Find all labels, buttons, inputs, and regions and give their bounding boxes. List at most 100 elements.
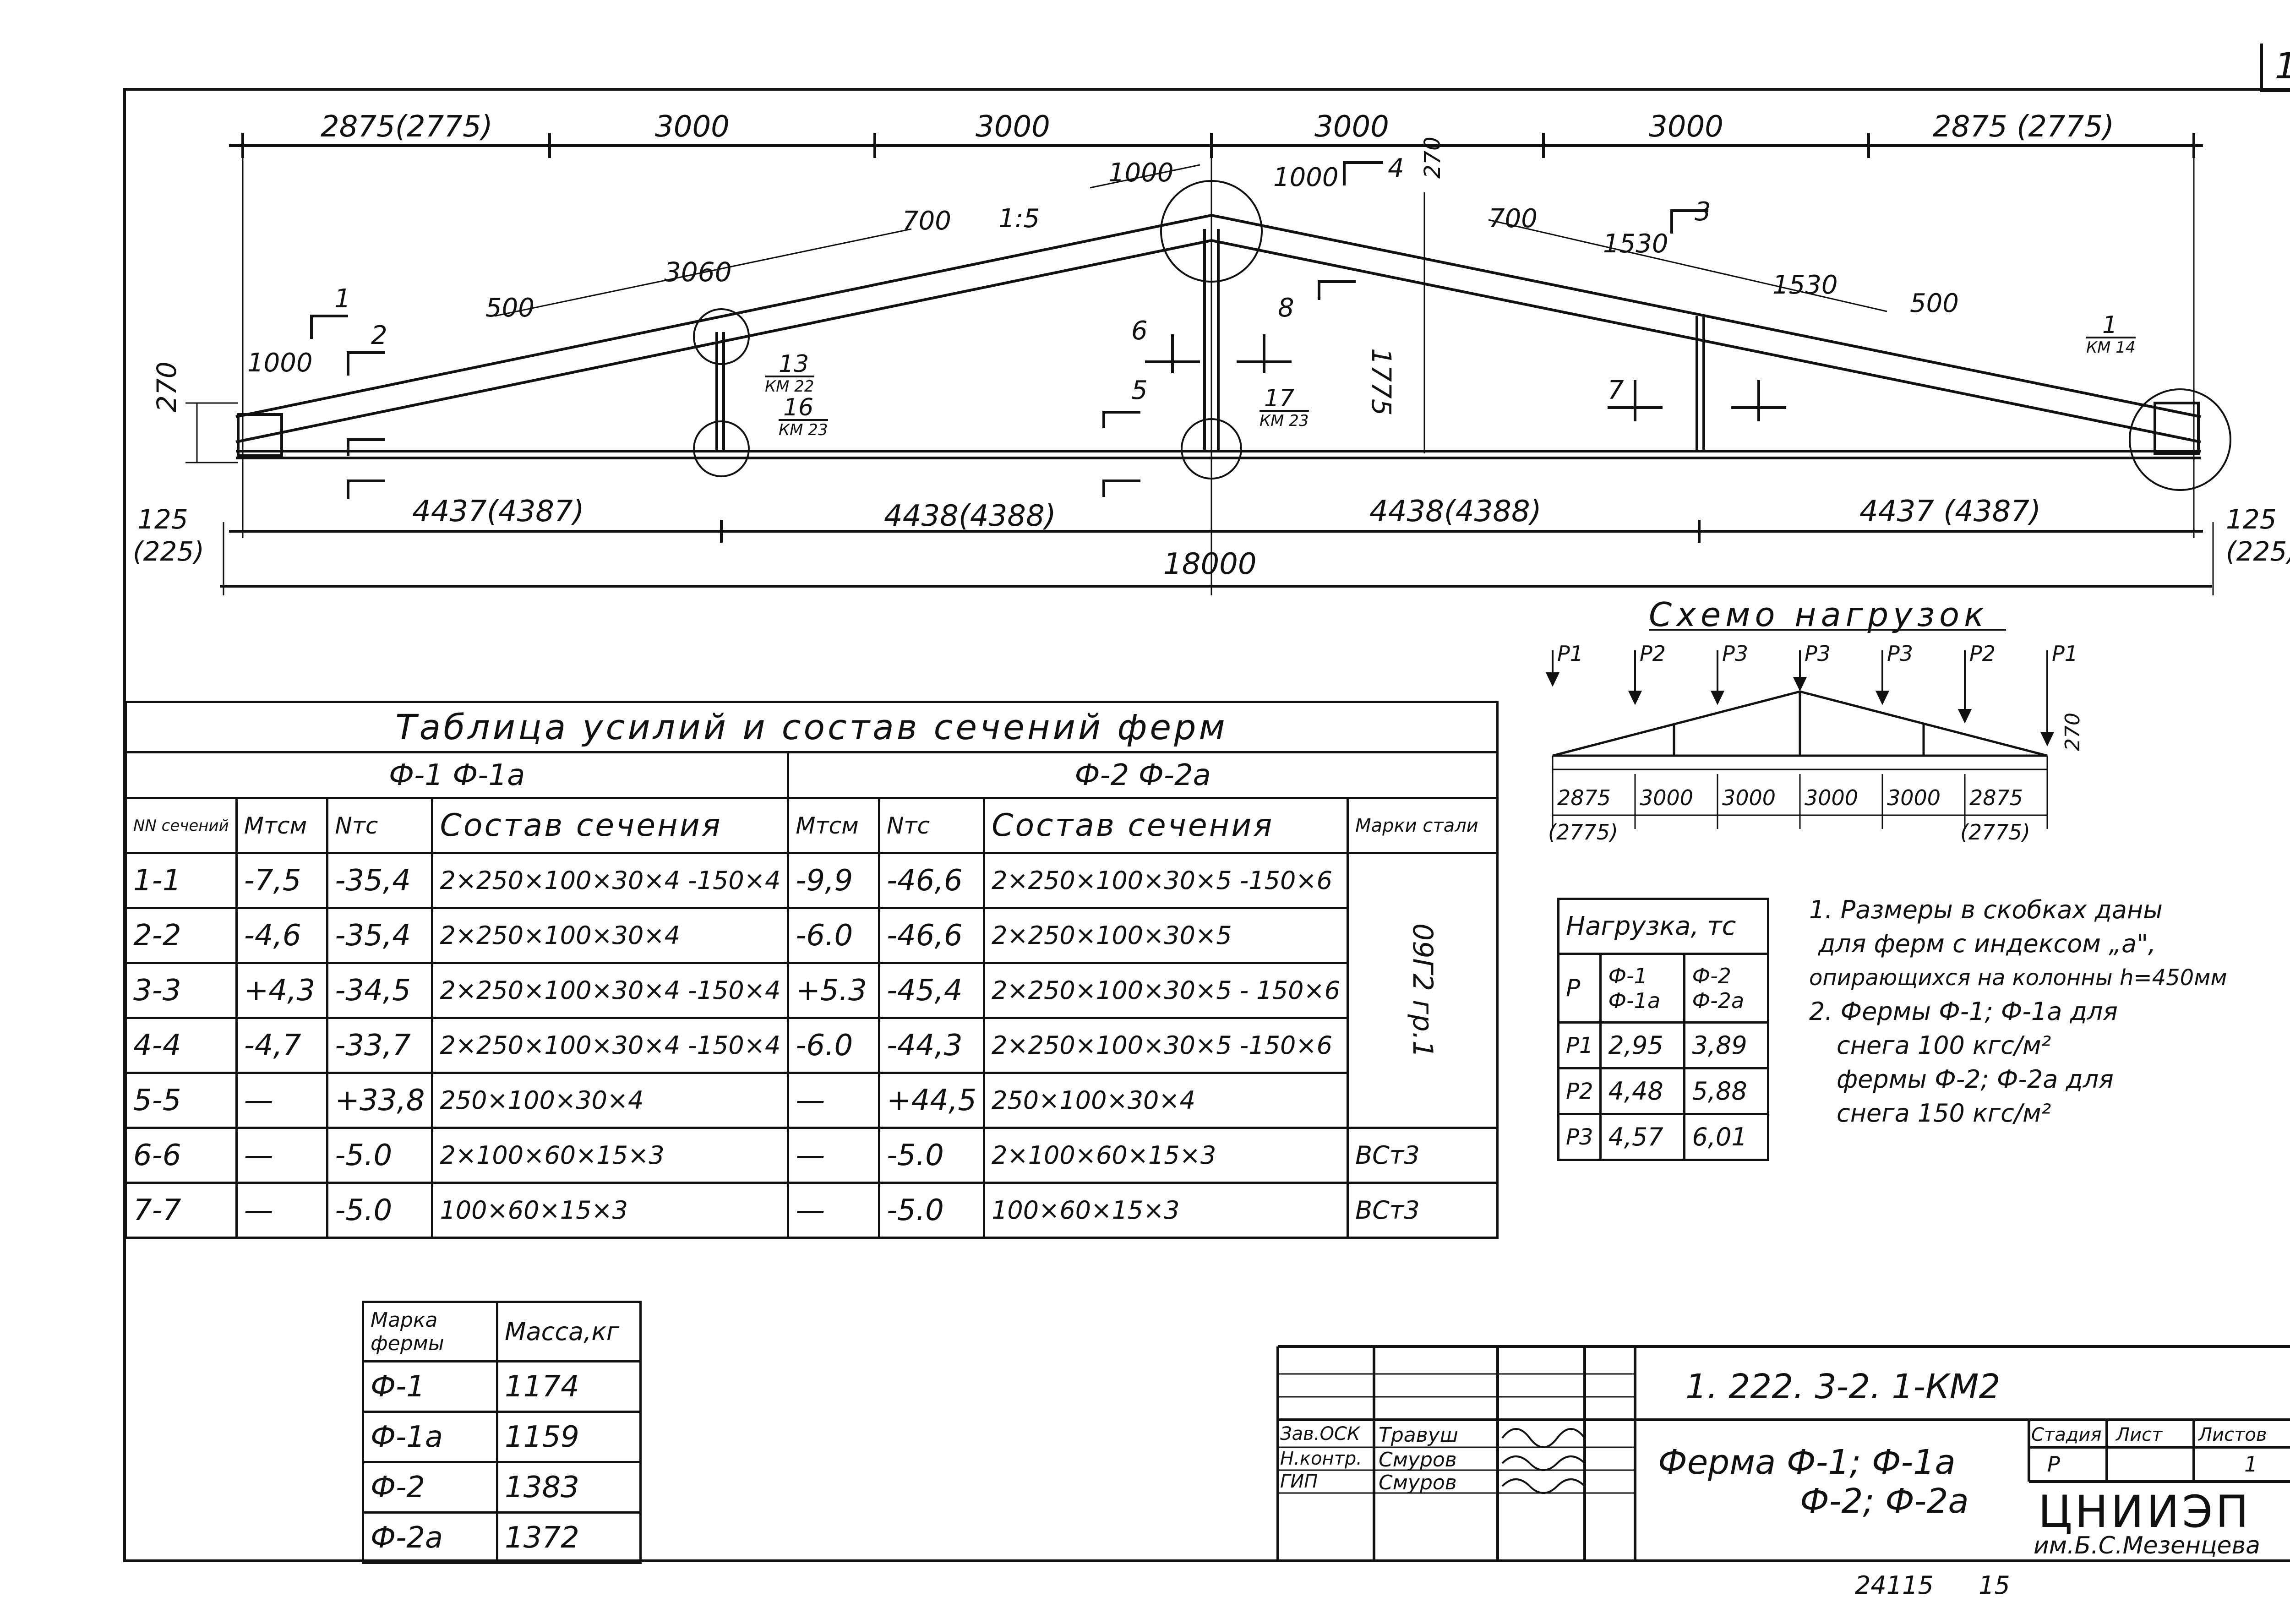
notes: 1. Размеры в скобках даны для ферм с инд…: [1809, 893, 2227, 1130]
col-sections: NN сечений: [125, 797, 238, 854]
inner-dim-1000-left: 1000: [247, 348, 313, 378]
mass-row-value: 1174: [496, 1360, 642, 1413]
mass-row: Ф-1а 1159: [362, 1411, 642, 1463]
cell-n2: -46,6: [878, 907, 986, 964]
load-dim-4: 3000: [1805, 785, 1859, 810]
drawing-name-line1: Ферма Ф-1; Ф-1а: [1658, 1443, 1956, 1482]
dim-top-2: 3000: [655, 110, 730, 144]
staff-role-3: ГИП: [1280, 1471, 1318, 1492]
forces-table: Таблица усилий и состав сечений ферм Ф-1…: [124, 701, 1499, 1239]
load-p3-b: P3: [1805, 641, 1831, 666]
inner-dim-500-right: 500: [1910, 289, 1959, 318]
cell-sec: 4-4: [125, 1017, 238, 1074]
dim-top-4: 3000: [1314, 110, 1389, 144]
inner-dim-3060: 3060: [664, 256, 732, 288]
note-line-5: снега 100 кгс/м²: [1837, 1031, 2051, 1060]
mass-col-mass: Масса,кг: [496, 1301, 642, 1362]
cell-comp2: 2×250×100×30×5 - 150×6: [983, 962, 1349, 1019]
load-row: P2 4,48 5,88: [1557, 1067, 1770, 1115]
load-table: Нагрузка, тс Р Ф-1 Ф-1а Ф-2 Ф-2а P1 2,95…: [1557, 898, 1770, 1161]
note-line-1: 1. Размеры в скобках даны: [1809, 895, 2163, 924]
table-row: 3-3 +4,3 -34,5 2×250×100×30×4 -150×4 +5.…: [125, 962, 1498, 1019]
cell-comp2: 250×100×30×4: [983, 1072, 1349, 1129]
sheet-header: Лист: [2116, 1424, 2163, 1445]
inner-dim-1530-b: 1530: [1772, 270, 1838, 300]
inner-dim-700-right: 700: [1488, 204, 1538, 234]
load-p1-right: P1: [2052, 641, 2078, 666]
cell-comp: 2×250×100×30×4: [431, 907, 790, 964]
load-row: P1 2,95 3,89: [1557, 1021, 1770, 1069]
cell-comp: 2×250×100×30×4 -150×4: [431, 1017, 790, 1074]
cell-m: -4,7: [235, 1017, 329, 1074]
mass-row-mark: Ф-1а: [362, 1411, 498, 1463]
cell-n2: +44,5: [878, 1072, 986, 1129]
slope-label: 1:5: [998, 204, 1040, 234]
cell-n2: -44,3: [878, 1017, 986, 1074]
load-row-a: 2,95: [1599, 1021, 1686, 1069]
sheet-number: 14: [2260, 44, 2290, 92]
cell-n2: -45,4: [878, 962, 986, 1019]
note-line-4: 2. Фермы Ф-1; Ф-1а для: [1809, 997, 2118, 1026]
cell-comp: 250×100×30×4: [431, 1072, 790, 1129]
section-mark-1: 1: [334, 284, 351, 314]
cell-m: —: [235, 1127, 329, 1184]
cell-comp: 100×60×15×3: [431, 1182, 790, 1239]
dim-height-top: 270: [1420, 136, 1445, 179]
load-row-b: 6,01: [1683, 1113, 1770, 1161]
cell-sec: 2-2: [125, 907, 238, 964]
mass-row: Ф-2 1383: [362, 1461, 642, 1514]
cell-sec: 6-6: [125, 1127, 238, 1184]
cell-n: -34,5: [326, 962, 434, 1019]
cell-comp: 2×250×100×30×4 -150×4: [431, 962, 790, 1019]
cell-comp: 2×100×60×15×3: [431, 1127, 790, 1184]
staff-name-1: Травуш: [1379, 1423, 1459, 1447]
cell-m: -4,6: [235, 907, 329, 964]
organization-subtitle: им.Б.С.Мезенцева: [2034, 1532, 2260, 1559]
dim-top-5: 3000: [1649, 110, 1723, 144]
node-ref-13-sheet: КМ 22: [765, 376, 814, 396]
cell-comp: 2×250×100×30×4 -150×4: [431, 852, 790, 909]
cell-n2: -5.0: [878, 1127, 986, 1184]
load-row-b: 5,88: [1683, 1067, 1770, 1115]
node-ref-1: 1: [2102, 311, 2118, 339]
load-row: P3 4,57 6,01: [1557, 1113, 1770, 1161]
load-dim-alt-right: (2775): [1960, 820, 2030, 845]
section-mark-4: 4: [1388, 153, 1404, 183]
cell-sec: 3-3: [125, 962, 238, 1019]
load-row-a: 4,57: [1599, 1113, 1686, 1161]
load-row-p: P3: [1557, 1113, 1602, 1161]
col-moment-2: Мтсм: [787, 797, 880, 854]
cell-m2: —: [787, 1182, 880, 1239]
cell-steel: ВСт3: [1347, 1127, 1499, 1184]
node-ref-16-sheet: КМ 23: [779, 419, 828, 439]
cell-n2: -5.0: [878, 1182, 986, 1239]
node-ref-13: 13: [779, 350, 809, 378]
node-ref-1-sheet: КМ 14: [2086, 337, 2136, 357]
col-composition-2: Состав сечения: [983, 797, 1349, 854]
dim-bottom-2: 4438(4388): [884, 499, 1056, 533]
table-row: 4-4 -4,7 -33,7 2×250×100×30×4 -150×4 -6.…: [125, 1017, 1498, 1074]
stage-header: Стадия: [2031, 1424, 2102, 1445]
cell-sec: 5-5: [125, 1072, 238, 1129]
inner-dim-700-left: 700: [902, 206, 951, 236]
load-dim-5: 3000: [1887, 785, 1941, 810]
group-f2: Ф-2 Ф-2а: [787, 751, 1499, 799]
sheets-header: Листов: [2198, 1424, 2267, 1445]
dim-end-left: 125: [137, 504, 188, 535]
load-height: 270: [2061, 713, 2084, 751]
load-dim-3: 3000: [1722, 785, 1776, 810]
dim-end-right: 125: [2226, 504, 2277, 535]
load-dim-1: 2875: [1557, 785, 1611, 810]
col-moment: Мтсм: [235, 797, 329, 854]
cell-steel-group: 09Г2 гр.1: [1347, 852, 1499, 1129]
table-row: 6-6 — -5.0 2×100×60×15×3 — -5.0 2×100×60…: [125, 1127, 1499, 1184]
load-row-p: P2: [1557, 1067, 1602, 1115]
cell-m: +4,3: [235, 962, 329, 1019]
load-table-header: Нагрузка, тс: [1557, 898, 1770, 955]
cell-n: +33,8: [326, 1072, 434, 1129]
node-ref-17: 17: [1264, 385, 1295, 412]
mass-row: Ф-1 1174: [362, 1360, 642, 1413]
mass-row-mark: Ф-2: [362, 1461, 498, 1514]
staff-name-2: Смуров: [1379, 1448, 1457, 1471]
table-row: 1-1 -7,5 -35,4 2×250×100×30×4 -150×4 -9,…: [125, 852, 1499, 1129]
